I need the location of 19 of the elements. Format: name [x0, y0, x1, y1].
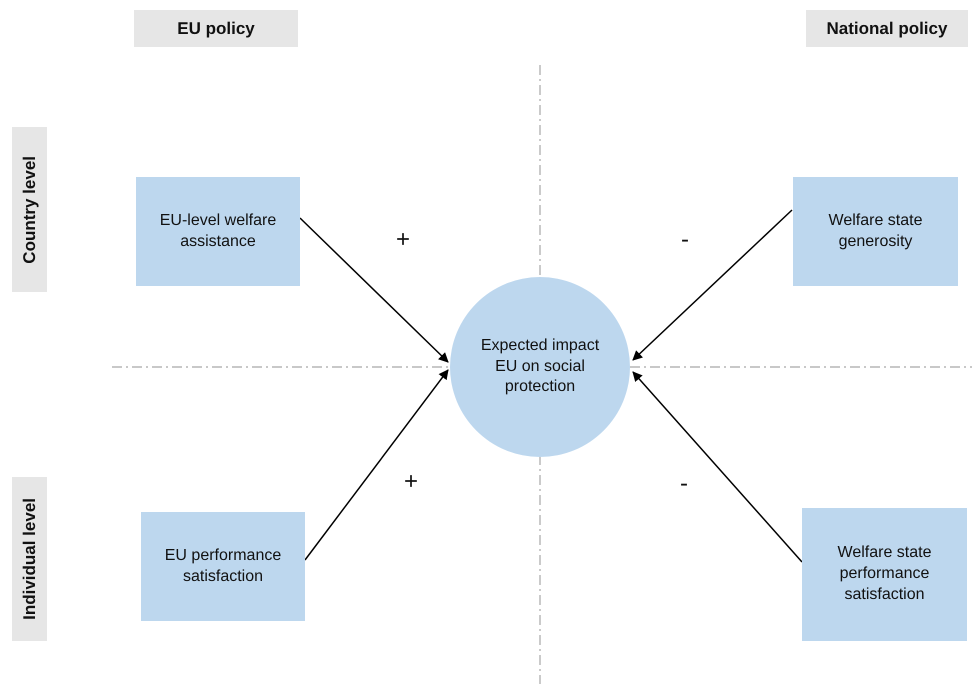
- effect-sign: -: [681, 226, 689, 254]
- factor-box: Welfare state generosity: [793, 177, 958, 286]
- column-header: National policy: [806, 10, 968, 47]
- arrow: [632, 371, 803, 562]
- arrow: [632, 209, 793, 361]
- row-header: [12, 127, 47, 292]
- arrow: [299, 217, 449, 363]
- column-header: EU policy: [134, 10, 298, 47]
- row-header-text: Country level: [20, 156, 40, 264]
- arrow: [304, 369, 449, 560]
- factor-box: EU performance satisfaction: [141, 512, 305, 621]
- row-header-text: Individual level: [20, 498, 40, 620]
- effect-sign: +: [396, 226, 410, 254]
- row-header: [12, 477, 47, 641]
- effect-sign: +: [404, 468, 418, 496]
- effect-sign: -: [680, 470, 688, 498]
- outcome-circle: Expected impact EU on social protection: [450, 277, 630, 457]
- factor-box: EU-level welfare assistance: [136, 177, 300, 286]
- factor-box: Welfare state performance satisfaction: [802, 508, 967, 641]
